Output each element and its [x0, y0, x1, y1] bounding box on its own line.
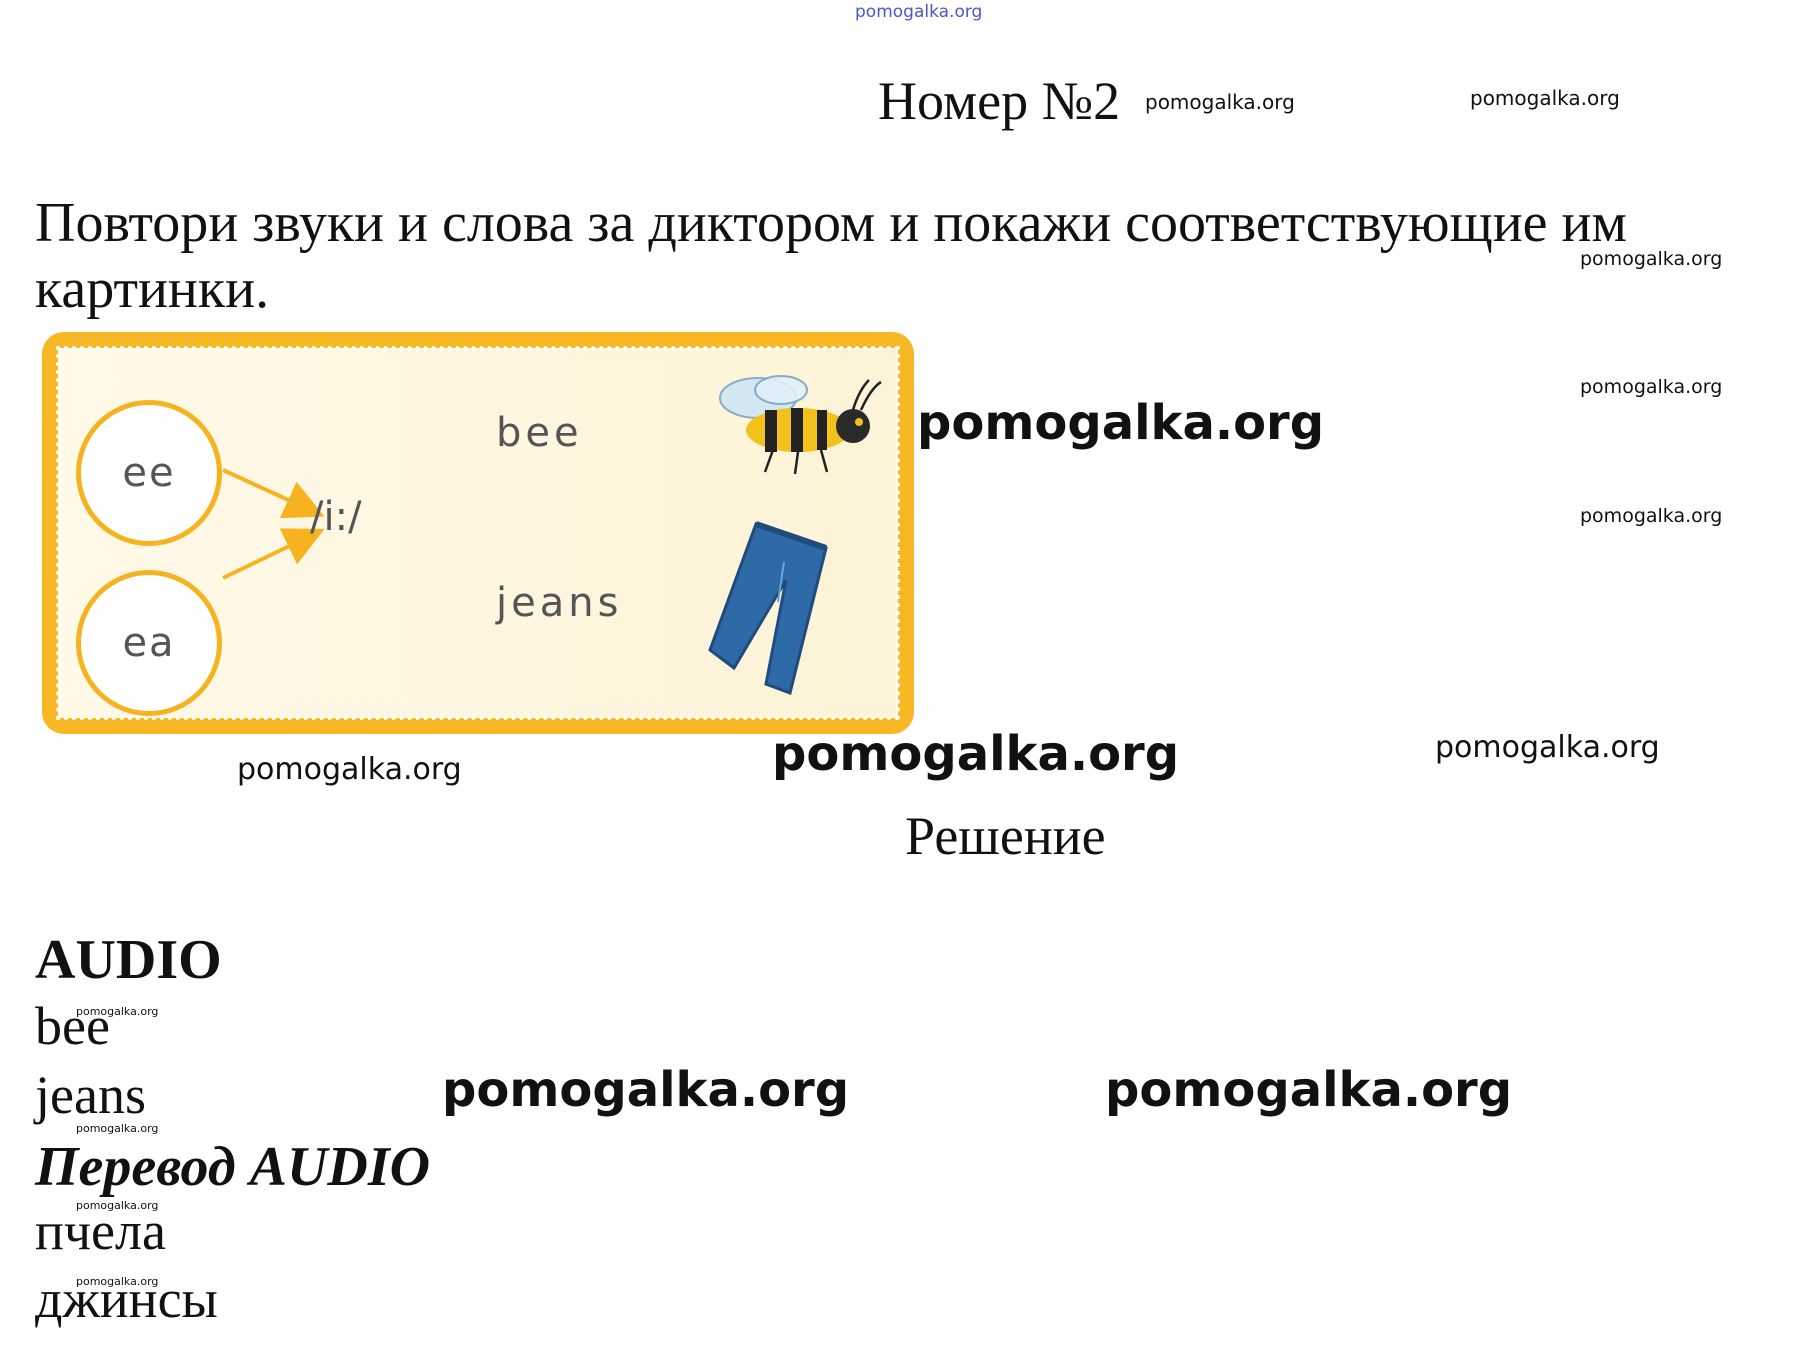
- watermark-text: pomogalka.org: [442, 1062, 850, 1118]
- picture-word-jeans: jeans: [496, 580, 623, 626]
- watermark-text: pomogalka.org: [76, 1199, 159, 1212]
- translation-word-bee: пчела: [35, 1201, 166, 1261]
- task-instruction: Повтори звуки и слова за диктором и пока…: [35, 192, 1627, 320]
- translation-heading: Перевод AUDIO: [35, 1136, 431, 1198]
- arrows-icon: [222, 468, 325, 580]
- solution-heading: Решение: [905, 806, 1106, 866]
- audio-word-bee: bee: [35, 996, 110, 1056]
- watermark-text: pomogalka.org: [1105, 1062, 1513, 1118]
- watermark-text: pomogalka.org: [1435, 730, 1660, 765]
- audio-heading: AUDIO: [35, 929, 222, 991]
- watermark-text: pomogalka.org: [237, 752, 462, 787]
- sound-label: ea: [122, 620, 176, 666]
- bee-icon: [719, 375, 882, 475]
- watermark-text: pomogalka.org: [772, 726, 1180, 782]
- watermark-text: pomogalka.org: [1580, 376, 1723, 398]
- sound-label: ee: [122, 450, 176, 496]
- watermark-text: pomogalka.org: [76, 1122, 159, 1135]
- card-inner: ee ea /i:/ bee jeans: [56, 346, 900, 720]
- watermark-text: pomogalka.org: [855, 2, 983, 22]
- watermark-text: pomogalka.org: [1145, 90, 1295, 114]
- watermark-text: pomogalka.org: [1580, 505, 1723, 527]
- translation-word-jeans: джинсы: [35, 1269, 218, 1329]
- picture-word-bee: bee: [496, 410, 583, 456]
- jeans-icon: [708, 521, 828, 695]
- watermark-text: pomogalka.org: [1470, 86, 1620, 110]
- watermark-text: pomogalka.org: [76, 1005, 159, 1018]
- watermark-text: pomogalka.org: [917, 395, 1325, 451]
- phonics-picture-card: ee ea /i:/ bee jeans: [42, 332, 914, 734]
- sound-circle-ee: ee: [76, 400, 222, 546]
- audio-word-jeans: jeans: [35, 1065, 146, 1125]
- sound-circle-ea: ea: [76, 570, 222, 716]
- phoneme-label: /i:/: [310, 494, 362, 540]
- watermark-text: pomogalka.org: [1580, 248, 1723, 270]
- watermark-text: pomogalka.org: [76, 1275, 159, 1288]
- page-title: Номер №2: [878, 71, 1121, 131]
